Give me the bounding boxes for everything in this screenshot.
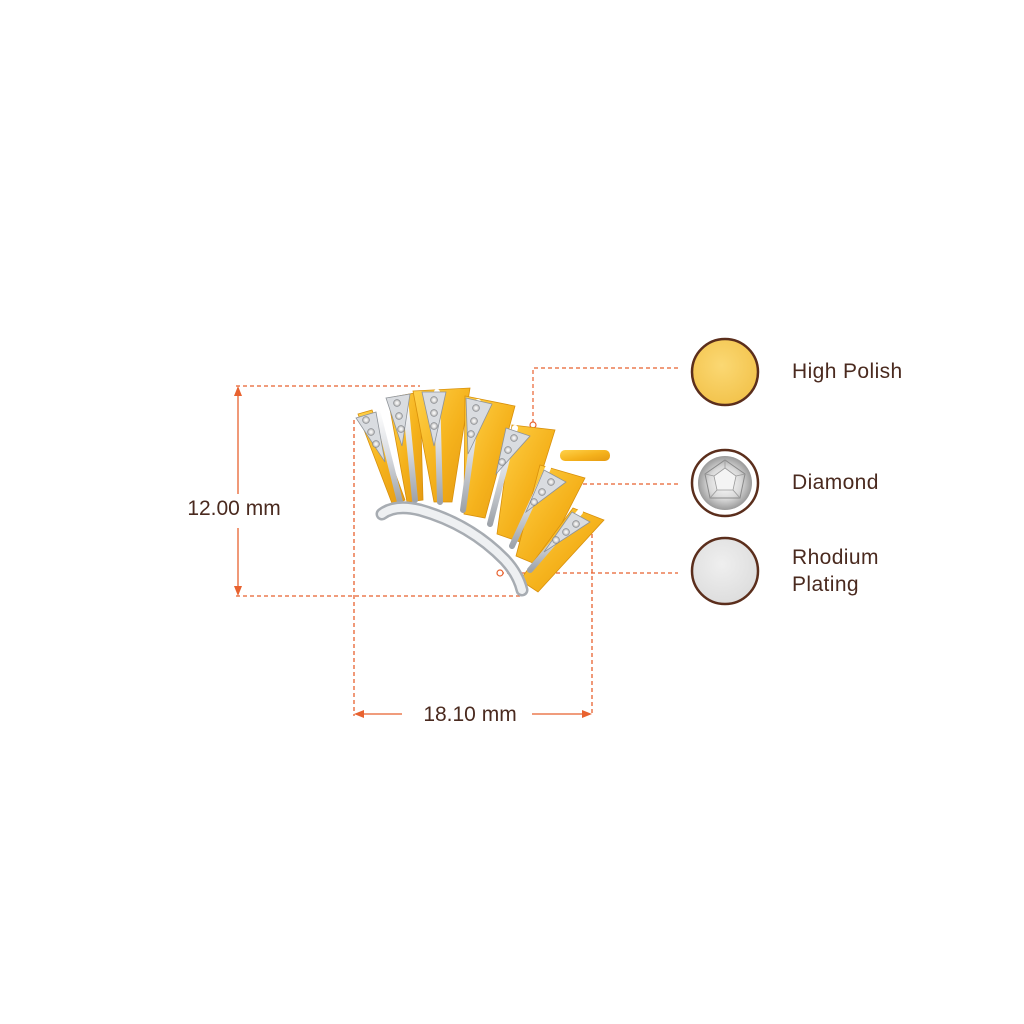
pave-stone	[530, 498, 538, 506]
pave-stone	[562, 528, 570, 536]
pave-stone	[572, 520, 580, 528]
leader-high-polish	[532, 367, 678, 423]
diamond-strip-2	[385, 393, 411, 447]
earring-post	[560, 450, 610, 461]
pave-stone	[547, 478, 555, 486]
legend-label-rhodium-plating: Rhodium Plating	[792, 546, 879, 596]
height-dimension-label: 12.00 mm	[172, 497, 296, 521]
width-arrow-right	[582, 710, 592, 718]
pave-stone	[430, 422, 438, 430]
width-dimension	[353, 420, 593, 718]
leader-dot-rhodium	[496, 569, 504, 577]
pave-stone	[470, 417, 478, 425]
legend-label-diamond: Diamond	[792, 471, 879, 494]
pave-stone	[472, 404, 480, 412]
pave-stone	[395, 412, 403, 420]
high-polish-swatch	[690, 337, 760, 407]
diamond-swatch	[690, 448, 760, 518]
silver-spoke-1	[374, 407, 403, 505]
pave-stone	[504, 446, 512, 454]
pave-stone	[510, 434, 518, 442]
width-arrow-left	[354, 710, 364, 718]
gold-segment-7	[519, 507, 605, 593]
width-dimension-label: 18.10 mm	[408, 703, 532, 727]
diamond-strip-1	[355, 411, 386, 463]
silver-arc-highlight	[378, 503, 526, 594]
diamond-strip-4	[465, 397, 493, 455]
pave-stone	[362, 416, 370, 424]
height-arrow-bottom	[234, 586, 242, 596]
pave-stone	[372, 440, 380, 448]
pave-stone	[367, 428, 375, 436]
height-dimension	[234, 385, 520, 597]
diamond-strip-3	[421, 391, 447, 447]
rhodium-swatch	[690, 536, 760, 606]
pave-stone	[397, 425, 405, 433]
legend-swatches	[690, 337, 760, 606]
height-arrow-top	[234, 386, 242, 396]
pave-stone	[430, 396, 438, 404]
pave-stone	[430, 409, 438, 417]
legend-label-high-polish: High Polish	[792, 360, 903, 383]
pave-stone	[467, 430, 475, 438]
pave-stone	[538, 488, 546, 496]
pave-stone	[498, 458, 506, 466]
earring-illustration	[355, 387, 610, 597]
pave-stone	[393, 399, 401, 407]
pave-stone	[552, 536, 560, 544]
